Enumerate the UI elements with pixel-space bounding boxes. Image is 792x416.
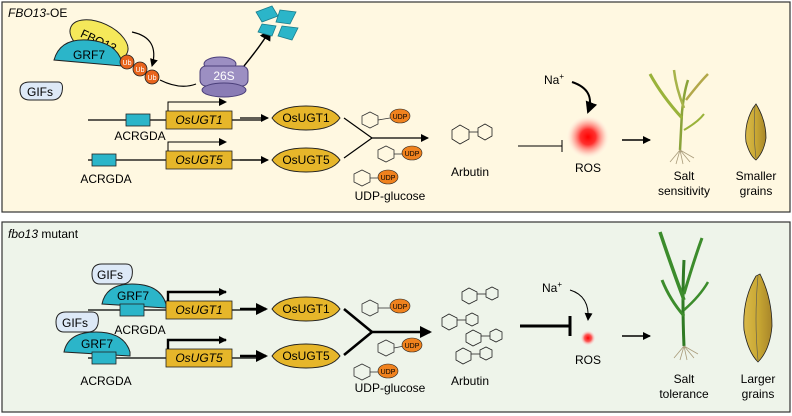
bottom-gifs-2: GIFs	[62, 316, 88, 330]
bottom-large-grain	[743, 273, 773, 363]
bottom-na-arrow	[569, 289, 593, 321]
proteasome-26s: 26S	[199, 56, 249, 98]
top-outcome-1-line-2: sensitivity	[658, 184, 710, 198]
bottom-panel-background	[1, 221, 791, 413]
top-gene-2: OsUGT5	[175, 153, 223, 167]
top-gene-row-2: ACRGDA OsUGT5	[80, 138, 262, 186]
fbo13-grf7-complex: FBO13 GRF7 Ub Ub Ub	[53, 19, 160, 85]
top-promoter-1: ACRGDA	[114, 129, 165, 143]
bottom-promoter-box-2	[91, 351, 117, 365]
top-tss-arrow-2	[167, 138, 227, 151]
bottom-promoter-2: ACRGDA	[80, 374, 131, 388]
bottom-panel-title: fbo13 mutant	[8, 227, 79, 241]
top-arbutin-label: Arbutin	[451, 165, 489, 179]
top-outcome-2-line-2: grains	[740, 184, 773, 198]
ub-chain-3	[144, 69, 160, 85]
bottom-grf7-1-shape	[101, 283, 167, 309]
bottom-udp-3: UDP	[381, 369, 396, 376]
top-udp-3: UDP	[381, 175, 396, 182]
top-tss-arrow-1	[167, 98, 227, 111]
top-protein-2: OsUGT5	[271, 147, 341, 173]
bottom-gene-1: OsUGT1	[175, 303, 222, 317]
top-protein-2-label: OsUGT5	[282, 153, 330, 167]
top-udp-glucose-2: UDP	[377, 145, 423, 163]
bottom-gifs-2-shape	[55, 311, 99, 333]
top-na-ion: Na+	[544, 72, 564, 87]
top-udp-glucose-label: UDP-glucose	[355, 189, 426, 203]
bottom-protein-1: OsUGT1	[271, 296, 341, 322]
bottom-healthy-plant	[658, 231, 710, 361]
ub-chain-2	[132, 61, 148, 77]
degraded-protein-fragments	[255, 5, 299, 41]
top-outcome-2-line-1: Smaller	[736, 169, 777, 183]
bottom-gene-box-1	[165, 300, 233, 320]
bottom-promoter-box-1	[119, 303, 145, 317]
bottom-gene-box-2	[165, 348, 233, 368]
bottom-outcome-2-line-2: grains	[742, 387, 775, 401]
ub-label-3: Ub	[148, 75, 157, 82]
ub-label-2: Ub	[136, 67, 145, 74]
bottom-udp-2: UDP	[405, 343, 420, 350]
bottom-tss-arrow-1	[166, 288, 227, 301]
bottom-arbutin-molecules	[441, 286, 503, 365]
top-protein-1: OsUGT1	[271, 105, 341, 131]
to-proteasome-arrow	[159, 79, 197, 87]
top-gene-row-1: ACRGDA OsUGT1	[88, 98, 262, 143]
bottom-complex-1: GIFs GRF7 ACRGDA OsUGT1	[88, 263, 262, 337]
top-udp-1: UDP	[393, 114, 408, 121]
bottom-protein-2-label: OsUGT5	[282, 349, 330, 363]
top-udp-glucose-3: UDP	[353, 169, 399, 187]
bottom-udp-glucose-1: UDP	[361, 298, 411, 317]
top-gene-box-2	[165, 150, 233, 170]
bottom-panel: fbo13 mutant GIFs GRF7 ACRGDA OsUGT1 GIF…	[1, 221, 791, 413]
ub-label-1: Ub	[123, 60, 132, 67]
top-promoter-box-2	[91, 153, 117, 167]
top-udp-2: UDP	[405, 151, 420, 158]
bottom-protein-2: OsUGT5	[271, 343, 341, 369]
proteasome-label: 26S	[213, 69, 234, 83]
bottom-complex-2: GIFs GRF7 ACRGDA OsUGT5	[55, 311, 262, 388]
bottom-ros-glow	[580, 330, 596, 346]
bottom-gifs-1-shape	[91, 263, 133, 285]
top-ros-label: ROS	[575, 161, 601, 175]
grf7-label: GRF7	[73, 48, 105, 62]
top-promoter-box-1	[125, 113, 151, 127]
bottom-arbutin-label: Arbutin	[451, 374, 489, 388]
bottom-grf7-2: GRF7	[81, 337, 113, 351]
bottom-tss-arrow-2	[166, 336, 227, 349]
top-panel: FBO13-OE FBO13 GRF7 Ub Ub Ub 26S	[1, 1, 791, 213]
bottom-outcome-2-line-1: Larger	[741, 372, 776, 386]
top-na-arrow	[571, 81, 598, 114]
bottom-ros-label: ROS	[575, 353, 601, 367]
top-small-grain	[745, 103, 767, 161]
top-gifs-label: GIFs	[27, 85, 53, 99]
bottom-grf7-1: GRF7	[117, 289, 149, 303]
ubiquitination-arrow	[131, 31, 158, 67]
bottom-protein-1-label: OsUGT1	[282, 302, 330, 316]
bottom-udp-glucose-3: UDP	[353, 363, 399, 381]
bottom-grf7-2-shape	[63, 331, 131, 357]
top-panel-title: FBO13-OE	[8, 6, 67, 20]
bottom-promoter-1: ACRGDA	[114, 323, 165, 337]
top-arbutin-molecule	[451, 123, 493, 145]
bottom-udp-glucose-label: UDP-glucose	[355, 381, 426, 395]
top-wilting-plant	[648, 69, 709, 165]
bottom-outcome-1-line-1: Salt	[674, 372, 695, 386]
bottom-gene-2: OsUGT5	[175, 351, 223, 365]
top-udp-glucose-1: UDP	[361, 108, 411, 129]
top-protein-1-label: OsUGT1	[282, 111, 330, 125]
bottom-outcome-1-line-2: tolerance	[659, 387, 709, 401]
top-gene-box-1	[165, 110, 233, 130]
top-ros-glow	[566, 115, 610, 159]
top-promoter-2: ACRGDA	[80, 172, 131, 186]
bottom-gifs-1: GIFs	[97, 268, 123, 282]
top-gifs: GIFs	[19, 81, 63, 101]
ub-chain-1	[119, 54, 135, 70]
top-outcome-1-line-1: Salt	[674, 169, 695, 183]
bottom-udp-glucose-2: UDP	[377, 337, 423, 357]
bottom-na-ion: Na+	[542, 280, 562, 295]
top-gene-1: OsUGT1	[175, 113, 222, 127]
bottom-udp-1: UDP	[393, 304, 408, 311]
